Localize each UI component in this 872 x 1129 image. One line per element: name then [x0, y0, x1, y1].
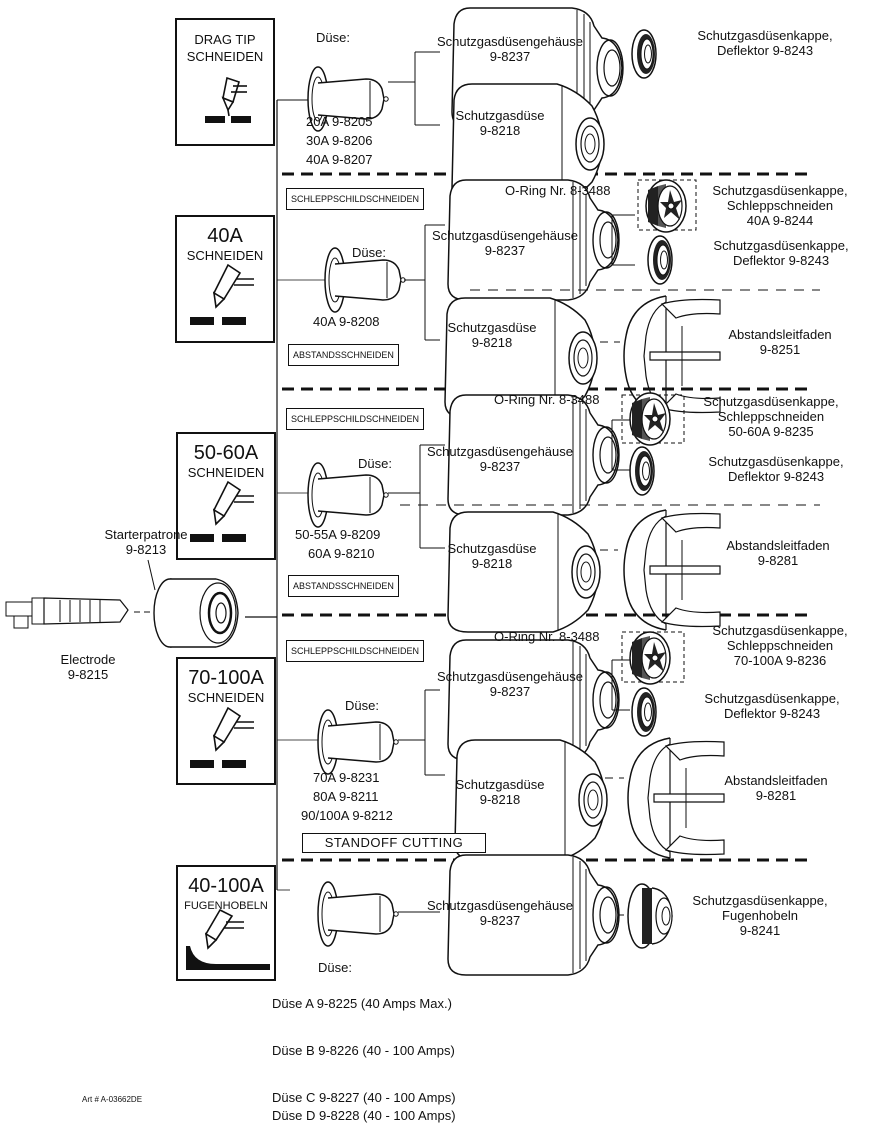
- drag-tip-title-1: DRAG TIP: [177, 32, 273, 47]
- s70-deflector-label: Schutzgasdüsenkappe, Deflektor 9-8243: [682, 691, 862, 721]
- gouge-tip-a: Düse A 9-8225 (40 Amps Max.): [272, 996, 452, 1011]
- s70-body-label: Schutzgasdüsengehäuse 9-8237: [435, 669, 585, 699]
- s40-title-box: 40A SCHNEIDEN: [175, 215, 275, 343]
- s70-drag-cap-label: Schutzgasdüsenkappe, Schleppschneiden 70…: [690, 623, 870, 668]
- s40-tip-label: Düse:: [352, 245, 386, 260]
- s50-title-1: 50-60A: [178, 442, 274, 464]
- s50-tip-1: 50-55A 9-8209: [295, 527, 380, 542]
- drag-tip-tip-1: 20A 9-8205: [306, 114, 373, 129]
- drag-tip-body-label: Schutzgasdüsengehäuse 9-8237: [430, 34, 590, 64]
- gouge-tip-c: Düse C 9-8227 (40 - 100 Amps): [272, 1090, 456, 1105]
- s50-deflector-label: Schutzgasdüsenkappe, Deflektor 9-8243: [686, 454, 866, 484]
- s70-cup-label: Schutzgasdüse 9-8218: [440, 777, 560, 807]
- s40-drag-shield-tag: SCHLEPPSCHILDSCHNEIDEN: [286, 188, 424, 210]
- s50-drag-shield-tag: SCHLEPPSCHILDSCHNEIDEN: [286, 408, 424, 430]
- s70-o-ring: O-Ring Nr. 8-3488: [494, 629, 600, 644]
- s40-drag-cap-label: Schutzgasdüsenkappe, Schleppschneiden 40…: [700, 183, 860, 228]
- gouge-title-2: FUGENHOBELN: [178, 899, 274, 914]
- gouge-tip-b: Düse B 9-8226 (40 - 100 Amps): [272, 1043, 455, 1058]
- s70-title-2: SCHNEIDEN: [178, 690, 274, 705]
- start-cartridge-label: Starterpatrone 9-8213: [76, 527, 216, 557]
- s40-title-2: SCHNEIDEN: [177, 248, 273, 263]
- gouge-title-1: 40-100A: [178, 875, 274, 897]
- s50-o-ring: O-Ring Nr. 8-3488: [494, 392, 600, 407]
- s50-standoff-tag: ABSTANDSSCHNEIDEN: [288, 575, 399, 597]
- electrode-drawing: [6, 598, 128, 628]
- s70-tip-2: 80A 9-8211: [313, 789, 379, 804]
- gouge-title-box: 40-100A FUGENHOBELN: [176, 865, 276, 981]
- s40-standoff-tag: ABSTANDSSCHNEIDEN: [288, 344, 399, 366]
- s50-body-label: Schutzgasdüsengehäuse 9-8237: [425, 444, 575, 474]
- gouge-body-label: Schutzgasdüsengehäuse 9-8237: [425, 898, 575, 928]
- s50-tip-label: Düse:: [358, 456, 392, 471]
- drag-tip-tip-2: 30A 9-8206: [306, 133, 373, 148]
- s40-cup-label: Schutzgasdüse 9-8218: [432, 320, 552, 350]
- s70-tip-label: Düse:: [345, 698, 379, 713]
- s40-guide-label: Abstandsleitfaden 9-8251: [710, 327, 850, 357]
- s40-o-ring: O-Ring Nr. 8-3488: [505, 183, 611, 198]
- s40-body-label: Schutzgasdüsengehäuse 9-8237: [430, 228, 580, 258]
- start-cartridge-drawing: [154, 579, 238, 647]
- s70-title-1: 70-100A: [178, 667, 274, 689]
- drag-tip-title-2: SCHNEIDEN: [177, 49, 273, 64]
- s50-guide-label: Abstandsleitfaden 9-8281: [708, 538, 848, 568]
- s70-guide-label: Abstandsleitfaden 9-8281: [706, 773, 846, 803]
- drag-tip-tip-label: Düse:: [316, 30, 350, 45]
- s40-title-1: 40A: [177, 225, 273, 247]
- drag-tip-cap-label: Schutzgasdüsenkappe, Deflektor 9-8243: [680, 28, 850, 58]
- drag-tip-tip-3: 40A 9-8207: [306, 152, 373, 167]
- s50-cup-label: Schutzgasdüse 9-8218: [432, 541, 552, 571]
- s40-deflector-label: Schutzgasdüsenkappe, Deflektor 9-8243: [696, 238, 866, 268]
- electrode-label: Electrode 9-8215: [28, 652, 148, 682]
- drag-tip-title-box: DRAG TIP SCHNEIDEN: [175, 18, 275, 146]
- s70-title-box: 70-100A SCHNEIDEN: [176, 657, 276, 785]
- s50-tip-2: 60A 9-8210: [308, 546, 375, 561]
- s40-tip-1: 40A 9-8208: [313, 314, 380, 329]
- s70-tip-1: 70A 9-8231: [313, 770, 380, 785]
- gouge-tip-d: Düse D 9-8228 (40 - 100 Amps): [272, 1108, 456, 1123]
- s50-title-2: SCHNEIDEN: [178, 465, 274, 480]
- s70-drag-shield-tag: SCHLEPPSCHILDSCHNEIDEN: [286, 640, 424, 662]
- art-number: Art # A-03662DE: [82, 1092, 142, 1107]
- s50-drag-cap-label: Schutzgasdüsenkappe, Schleppschneiden 50…: [686, 394, 856, 439]
- s70-tip-3: 90/100A 9-8212: [301, 808, 393, 823]
- s70-standoff-tag: STANDOFF CUTTING: [302, 833, 486, 853]
- gouge-cap-label: Schutzgasdüsenkappe, Fugenhobeln 9-8241: [680, 893, 840, 938]
- drag-tip-cup-label: Schutzgasdüse 9-8218: [440, 108, 560, 138]
- gouge-tip-label: Düse:: [318, 960, 352, 975]
